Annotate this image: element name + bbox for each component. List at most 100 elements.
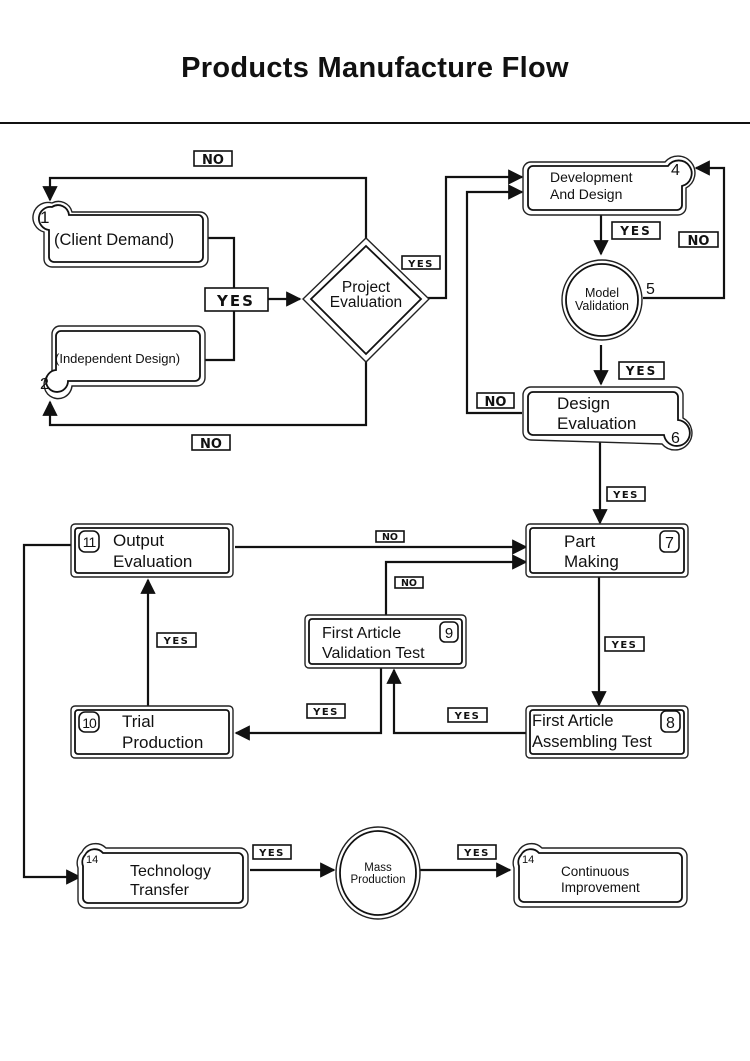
connector-client-to-yes	[205, 236, 236, 288]
no-label-eval-to-independent: NO	[191, 434, 231, 452]
node-first-article-validation-test: First Article Validation Test 9	[304, 614, 467, 669]
node-label-line1: Project	[342, 279, 391, 296]
node-technology-transfer: 14 Technology Transfer	[76, 842, 249, 909]
node-label-line2: And Design	[550, 186, 622, 202]
node-label-line2: Validation Test	[322, 645, 425, 662]
node-development-design: 4 Development And Design	[522, 155, 696, 216]
node-number: 11	[83, 534, 97, 550]
svg-text:YES: YES	[619, 224, 652, 238]
page-title: Products Manufacture Flow	[181, 52, 569, 84]
connector-output-to-technology	[22, 543, 82, 885]
node-continuous-improvement: 14 Continuous Improvement	[512, 842, 688, 908]
node-label-line2: Improvement	[561, 880, 640, 895]
node-label-line2: Evaluation	[113, 552, 192, 571]
svg-text:NO: NO	[200, 437, 222, 452]
svg-text:NO: NO	[688, 234, 710, 249]
yes-label-assembling-to-validation: YES	[447, 707, 488, 723]
node-label-line2: Transfer	[130, 882, 190, 899]
connector-eval-to-development-yes	[428, 169, 524, 300]
connector-model-to-development-no	[643, 160, 726, 300]
svg-text:YES: YES	[612, 490, 639, 501]
node-independent-design: 2 (Independent Design)	[40, 325, 206, 400]
node-number: 4	[671, 162, 680, 179]
yes-label-validation-to-trial: YES	[306, 703, 346, 719]
yes-label-design-eval-to-part: YES	[606, 486, 646, 502]
yes-label-eval-to-development: YES	[401, 255, 441, 270]
svg-text:YES: YES	[463, 848, 490, 859]
node-label-line2: Production	[122, 733, 203, 752]
node-number: 14	[86, 854, 98, 866]
node-label-line1: Technology	[130, 863, 211, 880]
connector-design-eval-to-development-no	[465, 184, 524, 415]
node-number: 8	[666, 715, 675, 732]
node-label-line2: Making	[564, 552, 619, 571]
node-number: 6	[671, 430, 680, 447]
yes-label-client-merge: YES	[204, 287, 269, 312]
connector-independent-to-yes	[200, 311, 236, 362]
node-number-badge	[660, 710, 681, 733]
node-label-line1: Part	[564, 532, 595, 551]
node-mass-production: Mass Production	[335, 826, 421, 920]
svg-text:YES: YES	[625, 364, 658, 378]
node-label-line2: Production	[351, 874, 406, 886]
svg-text:YES: YES	[258, 848, 285, 859]
svg-text:YES: YES	[407, 259, 434, 270]
yes-label-technology-to-mass: YES	[252, 844, 292, 860]
node-number: 1	[40, 208, 49, 227]
svg-text:NO: NO	[202, 153, 224, 168]
connector-validation-to-part-no	[384, 554, 528, 615]
node-design-evaluation: Design Evaluation 6	[522, 386, 693, 451]
node-number: 9	[445, 625, 453, 642]
node-label: (Client Demand)	[54, 231, 174, 249]
connector-eval-to-client-no	[42, 176, 368, 240]
no-label-validation-to-part: NO	[394, 576, 424, 589]
node-model-validation: Model Validation 5	[561, 259, 655, 341]
connector-validation-to-trial	[234, 668, 383, 741]
node-part-making: Part Making 7	[525, 523, 689, 578]
svg-text:NO: NO	[485, 395, 507, 410]
svg-text:YES: YES	[312, 707, 339, 718]
node-number-badge	[659, 530, 680, 553]
node-number: 7	[665, 535, 674, 552]
node-label-line2: Validation	[575, 299, 629, 313]
node-label-line1: Trial	[122, 712, 154, 731]
node-first-article-assembling-test: First Article Assembling Test 8	[525, 705, 689, 759]
node-output-evaluation: 11 Output Evaluation	[70, 523, 234, 578]
yes-label-development-to-model: YES	[611, 221, 661, 240]
node-label-line2: Evaluation	[557, 414, 636, 433]
svg-text:YES: YES	[611, 640, 638, 651]
node-number: 5	[646, 281, 655, 298]
connector-assembling-to-validation	[386, 668, 526, 735]
node-label-line1: Development	[550, 169, 633, 185]
node-label-line1: First Article	[532, 712, 614, 730]
node-number: 14	[522, 854, 534, 866]
title-divider	[0, 122, 750, 124]
svg-text:NO: NO	[401, 578, 417, 589]
node-label-line1: Output	[113, 531, 164, 550]
node-label: (Independent Design)	[55, 351, 180, 366]
yes-label-trial-to-output: YES	[156, 632, 197, 648]
node-label-line1: Model	[585, 286, 619, 300]
node-number: 10	[82, 715, 97, 731]
yes-label-mass-to-continuous: YES	[457, 844, 497, 860]
no-label-design-eval-to-development: NO	[476, 392, 515, 410]
node-label-line1: Continuous	[561, 864, 630, 879]
node-number: 2	[40, 376, 49, 393]
svg-text:YES: YES	[163, 636, 190, 647]
yes-label-part-to-assembling: YES	[604, 636, 645, 652]
node-trial-production: 10 Trial Production	[70, 705, 234, 759]
node-project-evaluation: Project Evaluation	[302, 237, 430, 363]
svg-text:YES: YES	[216, 292, 255, 310]
no-label-eval-to-client: NO	[193, 150, 233, 168]
node-number-badge	[439, 621, 459, 643]
node-label-line2: Assembling Test	[532, 733, 652, 751]
svg-text:YES: YES	[454, 711, 481, 722]
yes-label-model-to-design-eval: YES	[618, 361, 665, 380]
node-label-line1: Mass	[364, 862, 392, 874]
no-label-model-to-development: NO	[678, 231, 719, 249]
node-number-badge	[78, 530, 100, 553]
no-label-output-to-part: NO	[375, 530, 405, 543]
connector-eval-to-independent-no	[42, 360, 368, 427]
node-number-badge	[78, 711, 100, 733]
